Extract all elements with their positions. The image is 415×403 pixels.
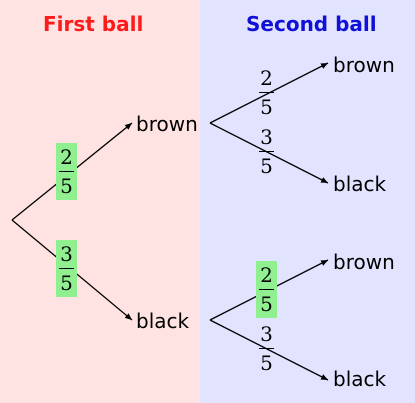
denominator: 5 — [260, 351, 273, 376]
probability-brown-black: 3 5 — [256, 123, 277, 180]
branch-black-to-black — [209, 319, 329, 381]
fraction-bar — [259, 92, 274, 94]
numerator: 2 — [260, 263, 273, 287]
outcome-label-black-brown: brown — [333, 250, 395, 274]
outcome-label-brown-brown: brown — [333, 53, 395, 77]
denominator: 5 — [260, 95, 273, 120]
fraction-bar — [259, 348, 274, 350]
outcome-label-first-brown: brown — [136, 112, 198, 136]
fraction-bar — [59, 268, 74, 270]
numerator: 3 — [260, 125, 273, 149]
numerator: 2 — [60, 145, 73, 169]
branch-brown-to-black — [209, 122, 329, 184]
probability-black-black: 3 5 — [256, 320, 277, 377]
denominator: 5 — [260, 292, 273, 317]
numerator: 2 — [260, 66, 273, 90]
outcome-label-black-black: black — [333, 367, 387, 391]
probability-brown-brown: 2 5 — [256, 64, 277, 121]
second-ball-heading: Second ball — [246, 12, 377, 36]
numerator: 3 — [260, 322, 273, 346]
numerator: 3 — [60, 242, 73, 266]
denominator: 5 — [60, 271, 73, 296]
first-ball-panel — [0, 0, 200, 403]
denominator: 5 — [260, 154, 273, 179]
outcome-label-brown-black: black — [333, 172, 387, 196]
denominator: 5 — [60, 174, 73, 199]
outcome-label-first-black: black — [136, 309, 190, 333]
first-ball-heading: First ball — [43, 12, 144, 36]
probability-first-brown: 2 5 — [56, 143, 77, 201]
fraction-bar — [59, 171, 74, 173]
probability-first-black: 3 5 — [56, 240, 77, 298]
fraction-bar — [259, 289, 274, 291]
fraction-bar — [259, 151, 274, 153]
probability-black-brown: 2 5 — [256, 261, 277, 319]
second-ball-panel — [200, 0, 415, 403]
